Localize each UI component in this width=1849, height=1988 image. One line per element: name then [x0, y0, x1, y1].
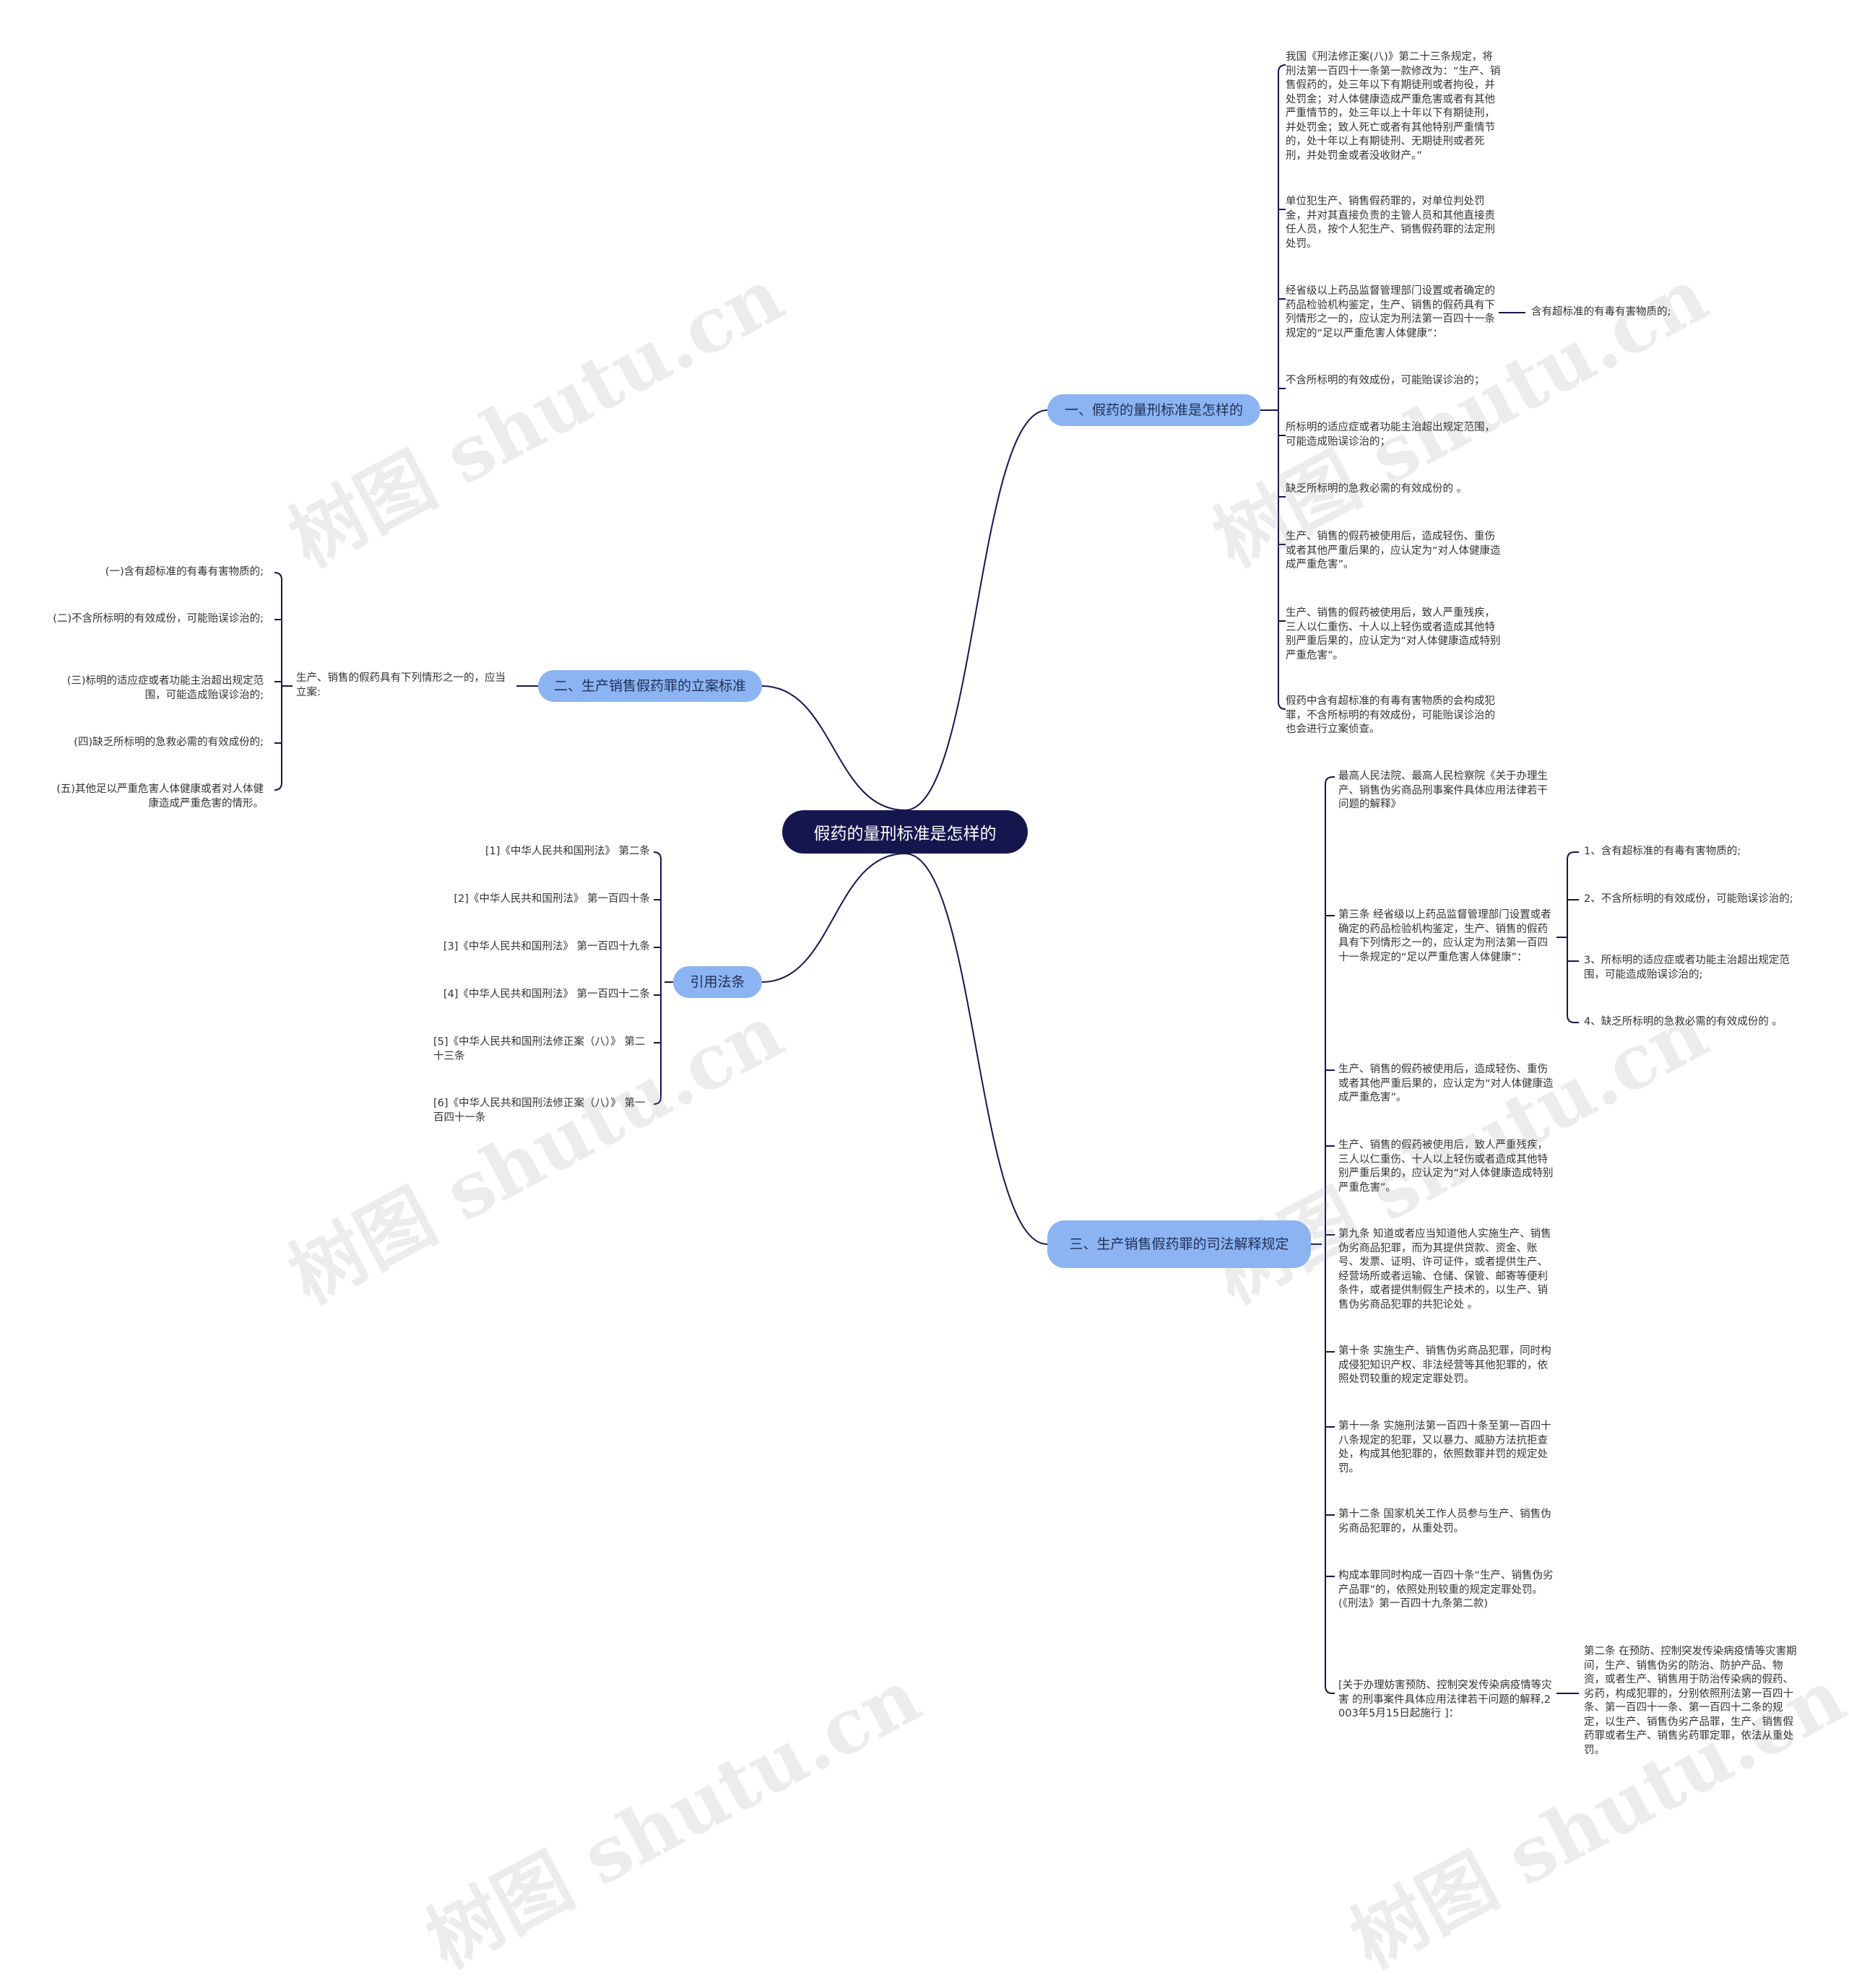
b3-bracket — [653, 1096, 662, 1105]
b4-leaf: 第十二条 国家机关工作人员参与生产、销售伪劣商品犯罪的，从重处罚。 — [1338, 1509, 1551, 1535]
root-link — [761, 853, 906, 983]
b4-bracket — [1325, 1685, 1335, 1694]
b4-leaf: [关于办理妨害预防、控制突发传染病疫情等灾害 的刑事案件具体应用法律若干问题的解… — [1338, 1680, 1552, 1719]
b4-leaf: 构成本罪同时构成一百四十条“生产、销售伪劣产品罪”的，依照处刑较重的规定定罪处罚… — [1338, 1570, 1554, 1610]
b4-leaf: 第三条 经省级以上药品监督管理部门设置或者确定的药品检验机构鉴定，生产、销售的假… — [1338, 909, 1551, 963]
branch-cited-laws[interactable]: 引用法条 — [673, 966, 762, 998]
b1-leaf: 经省级以上药品监督管理部门设置或者确定的药品检验机构鉴定，生产、销售的假药具有下… — [1286, 285, 1495, 339]
b4-bracket — [1325, 776, 1335, 785]
b4-sub-bracket — [1567, 1015, 1579, 1023]
b2-bracket — [274, 572, 282, 581]
root-link — [904, 853, 1048, 1245]
b2-intro: 生产、销售的假药具有下列情形之一的，应当立案: — [296, 672, 506, 698]
b3-leaf: [1]《中华人民共和国刑法》 第二条 — [485, 846, 650, 857]
branch-sentencing-standard[interactable]: 一、假药的量刑标准是怎样的 — [1047, 394, 1260, 426]
b4-leaf: 第十一条 实施刑法第一百四十条至第一百四十八条规定的犯罪，又以暴力、威胁方法抗拒… — [1338, 1420, 1551, 1475]
b4-subleaf: 4、缺乏所标明的急救必需的有效成份的 。 — [1584, 1016, 1783, 1028]
connector-lines — [274, 64, 1579, 1694]
b4-sub-bracket — [1567, 851, 1579, 860]
b1-leaf: 假药中含有超标准的有毒有害物质的会构成犯罪，不含所标明的有效成份，可能贻误诊治的… — [1286, 695, 1495, 735]
b1-leaf: 所标明的适应症或者功能主治超出规定范围，可能造成贻误诊治的； — [1286, 422, 1495, 448]
b4-leaf: 生产、销售的假药被使用后，造成轻伤、重伤或者其他严重后果的，应认定为“对人体健康… — [1338, 1064, 1554, 1103]
b2-leaf: (四)缺乏所标明的急救必需的有效成份的; — [74, 737, 264, 748]
b1-subleaf: 含有超标准的有毒有害物质的; — [1531, 306, 1671, 318]
b1-leaf: 生产、销售的假药被使用后，致人严重残疾，三人以仁重伤、十人以上轻伤或者造成其他特… — [1286, 607, 1501, 661]
root-link — [904, 409, 1048, 811]
b1-leaf: 单位犯生产、销售假药罪的，对单位判处罚金，并对其直接负责的主管人员和其他直接责任… — [1286, 196, 1495, 250]
b2-leaf: (五)其他足以严重危害人体健康或者对人体健康造成严重危害的情形。 — [56, 784, 264, 809]
b4-subleaf: 2、不含所标明的有效成份，可能贻误诊治的; — [1584, 893, 1793, 905]
b3-leaf: [2]《中华人民共和国刑法》 第一百四十条 — [454, 893, 650, 905]
b3-leaf: [3]《中华人民共和国刑法》 第一百四十九条 — [443, 941, 650, 952]
b4-subleaf: 第二条 在预防、控制突发传染病疫情等灾害期间，生产、销售伪劣的防治、防护产品、物… — [1584, 1646, 1797, 1756]
b3-leaf: [4]《中华人民共和国刑法》 第一百四十二条 — [443, 989, 650, 1000]
b4-subleaf: 1、含有超标准的有毒有害物质的; — [1584, 846, 1741, 857]
b3-bracket — [653, 851, 662, 860]
b3-leaf: [6]《中华人民共和国刑法修正案（八）》 第一百四十一条 — [433, 1098, 646, 1124]
branch-filing-standard[interactable]: 二、生产销售假药罪的立案标准 — [538, 670, 762, 702]
b3-leaf: [5]《中华人民共和国刑法修正案（八）》 第二十三条 — [433, 1036, 646, 1062]
b4-leaf: 生产、销售的假药被使用后，致人严重残疾，三人以仁重伤、十人以上轻伤或者造成其他特… — [1338, 1140, 1554, 1194]
b4-leaf: 第十条 实施生产、销售伪劣商品犯罪，同时构成侵犯知识产权、非法经营等其他犯罪的，… — [1338, 1345, 1551, 1385]
b1-leaf: 不含所标明的有效成份，可能贻误诊治的； — [1286, 375, 1485, 386]
branch-judicial-interpretation[interactable]: 三、生产销售假药罪的司法解释规定 — [1047, 1220, 1311, 1268]
b4-leaf: 第九条 知道或者应当知道他人实施生产、销售伪劣商品犯罪，而为其提供贷款、资金、账… — [1338, 1228, 1551, 1311]
b2-leaf: (三)标明的适应症或者功能主治超出规定范围，可能造成贻误诊治的; — [66, 675, 264, 701]
b1-bracket — [1278, 701, 1286, 710]
b1-bracket — [1278, 64, 1286, 73]
b1-leaf: 我国《刑法修正案(八)》第二十三条规定，将刑法第一百四十一条第一款修改为：“生产… — [1286, 51, 1501, 162]
b2-leaf: (二)不含所标明的有效成份，可能贻误诊治的; — [53, 613, 264, 625]
root-link — [761, 685, 906, 811]
b4-leaf: 最高人民法院、最高人民检察院《关于办理生产、销售伪劣商品刑事案件具体应用法律若干… — [1338, 771, 1548, 810]
b2-leaf: (一)含有超标准的有毒有害物质的; — [105, 566, 264, 578]
b1-leaf: 生产、销售的假药被使用后，造成轻伤、重伤或者其他严重后果的，应认定为“对人体健康… — [1286, 531, 1501, 570]
root-topic[interactable]: 假药的量刑标准是怎样的 — [782, 810, 1028, 854]
b4-subleaf: 3、所标明的适应症或者功能主治超出规定范围，可能造成贻误诊治的; — [1584, 955, 1790, 981]
b1-leaf: 缺乏所标明的急救必需的有效成份的 。 — [1286, 483, 1468, 495]
b2-bracket — [274, 782, 282, 791]
